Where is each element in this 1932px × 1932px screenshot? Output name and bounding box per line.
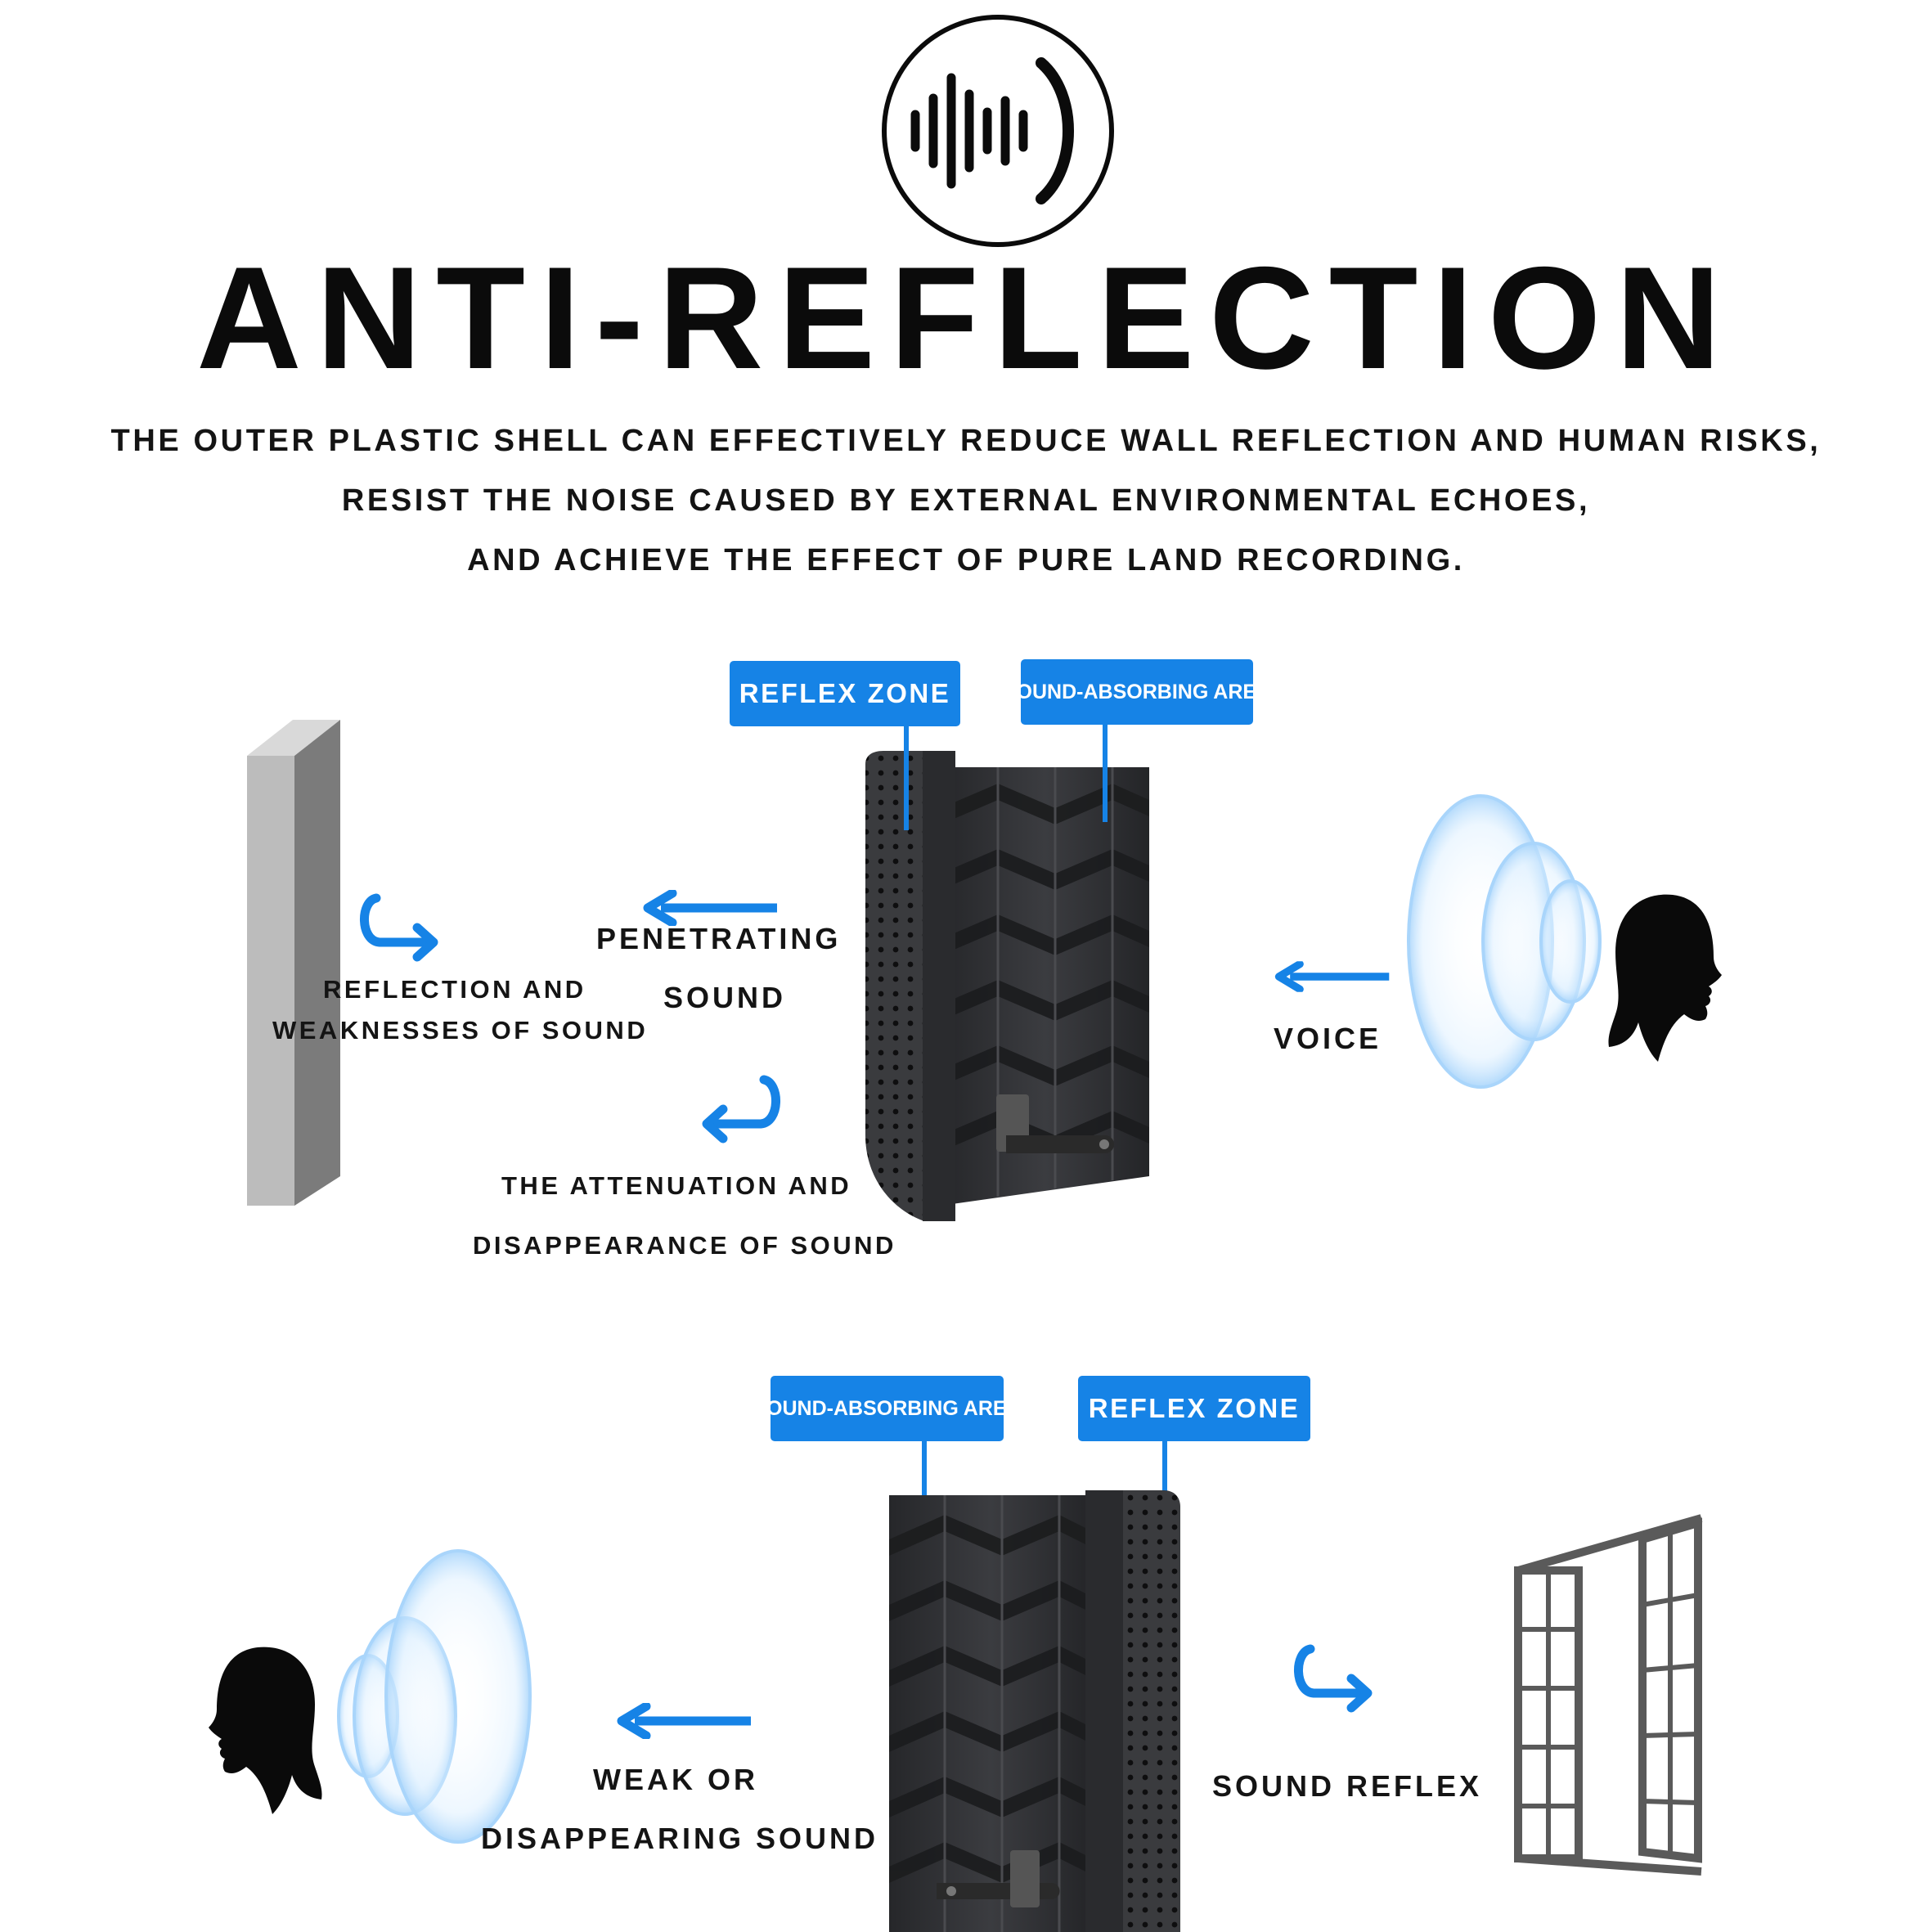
sound-waves-top — [1407, 794, 1602, 1089]
label-penetrating-1: PENETRATING — [596, 922, 842, 955]
tag-sound-absorbing-top: SOUND-ABSORBING AREA — [1003, 659, 1271, 725]
label-attenuation-2: DISAPPEARANCE OF SOUND — [473, 1231, 896, 1260]
label-sound-reflex: SOUND REFLEX — [1212, 1769, 1483, 1803]
weak-sound-arrow-icon — [613, 1703, 753, 1739]
label-weak-1: WEAK OR — [593, 1763, 758, 1796]
tag-reflex-zone-bottom: REFLEX ZONE — [1078, 1376, 1310, 1441]
label-reflection-2: WEAKNESSES OF SOUND — [272, 1016, 649, 1045]
head-silhouette-icon-bottom — [200, 1644, 323, 1816]
isolation-shield-top — [865, 751, 1149, 1221]
sound-waves-bottom — [337, 1549, 532, 1844]
wall-icon — [247, 720, 340, 1206]
page-title: ANTI-REFLECTION — [196, 236, 1736, 399]
label-weak-2: DISAPPEARING SOUND — [481, 1822, 879, 1855]
label-penetrating-2: SOUND — [663, 981, 787, 1014]
sound-reflex-arrow-icon — [1292, 1642, 1382, 1716]
description-line-2: RESIST THE NOISE CAUSED BY EXTERNAL ENVI… — [341, 483, 1591, 518]
tag-sound-absorbing-bottom: SOUND-ABSORBING AREA — [753, 1376, 1022, 1441]
description-line-3: AND ACHIEVE THE EFFECT OF PURE LAND RECO… — [467, 543, 1465, 577]
label-attenuation-1: THE ATTENUATION AND — [501, 1171, 852, 1200]
tag-reflex-zone-top: REFLEX ZONE — [730, 661, 960, 726]
window-icon — [1514, 1514, 1703, 1876]
isolation-shield-bottom — [889, 1490, 1180, 1932]
label-reflection-1: REFLECTION AND — [323, 975, 586, 1004]
sound-wave-icon — [882, 15, 1114, 247]
description-line-1: THE OUTER PLASTIC SHELL CAN EFFECTIVELY … — [110, 424, 1822, 458]
label-voice: VOICE — [1274, 1022, 1382, 1055]
